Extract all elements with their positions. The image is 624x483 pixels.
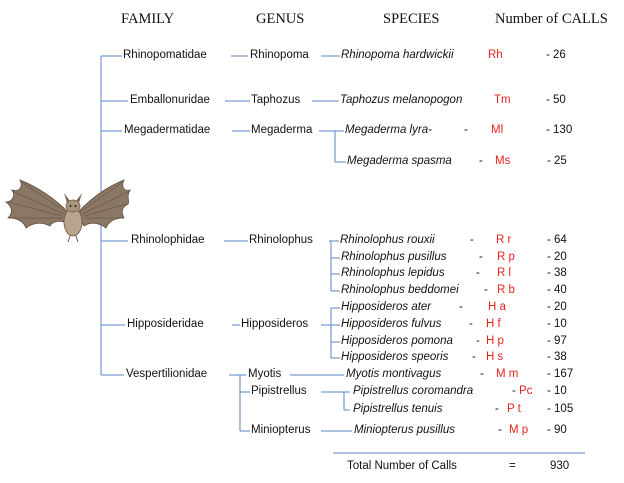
separator-dash: -: [464, 124, 468, 137]
separator-dash: -: [479, 251, 483, 264]
call-count: - 10: [547, 385, 567, 398]
total-equals: =: [509, 460, 516, 473]
species-code: Rh: [488, 49, 503, 62]
separator-dash: -: [469, 318, 473, 331]
family-rhinolophidae: Rhinolophidae: [131, 234, 205, 247]
family-rhinopomatidae: Rhinopomatidae: [123, 49, 207, 62]
species-code: M p: [509, 424, 528, 437]
family-megadermatidae: Megadermatidae: [124, 124, 210, 137]
species-code: Tm: [494, 94, 511, 107]
species-code: H f: [486, 318, 501, 331]
call-count: - 25: [547, 155, 567, 168]
call-count: - 38: [547, 267, 567, 280]
bat-icon: [6, 180, 130, 242]
species-name: Pipistrellus coromandra: [353, 385, 473, 398]
call-count: - 10: [547, 318, 567, 331]
call-count: - 64: [547, 234, 567, 247]
species-name: Hipposideros pomona: [341, 335, 453, 348]
call-count: - 130: [546, 124, 572, 137]
species-name: Hipposideros speoris: [341, 351, 448, 364]
species-name: Myotis montivagus: [346, 368, 441, 381]
species-code: R p: [497, 251, 515, 264]
species-name: Rhinolophus beddomei: [341, 284, 459, 297]
species-name: Pipistrellus tenuis: [353, 403, 442, 416]
call-count: - 20: [547, 301, 567, 314]
call-count: - 26: [546, 49, 566, 62]
family-vespertilionidae: Vespertilionidae: [126, 368, 207, 381]
total-value: 930: [550, 460, 569, 473]
header-family: FAMILY: [121, 13, 174, 26]
separator-dash: -: [476, 267, 480, 280]
species-code: H p: [486, 335, 504, 348]
header-calls: Number of CALLS: [495, 13, 608, 26]
header-genus: GENUS: [256, 13, 304, 26]
species-code: R b: [497, 284, 515, 297]
call-count: - 105: [547, 403, 573, 416]
species-code: Ml: [491, 124, 503, 137]
species-name: Hipposideros fulvus: [341, 318, 441, 331]
total-label: Total Number of Calls: [347, 460, 457, 473]
separator-dash: -: [479, 155, 483, 168]
genus-rhinolophus: Rhinolophus: [249, 234, 313, 247]
separator-dash: -: [495, 403, 499, 416]
species-name: Rhinolophus pusillus: [341, 251, 446, 264]
separator-dash: -: [498, 424, 502, 437]
header-species: SPECIES: [383, 13, 439, 26]
species-code: M m: [496, 368, 518, 381]
call-count: - 97: [547, 335, 567, 348]
family-hipposideridae: Hipposideridae: [127, 318, 204, 331]
genus-megaderma: Megaderma: [251, 124, 312, 137]
call-count: - 40: [547, 284, 567, 297]
call-count: - 167: [547, 368, 573, 381]
genus-hipposideros: Hipposideros: [241, 318, 308, 331]
species-code: H s: [486, 351, 503, 364]
species-code: H a: [488, 301, 506, 314]
species-code: P t: [507, 403, 521, 416]
separator-dash: -: [459, 301, 463, 314]
species-name: Taphozus melanopogon: [340, 94, 462, 107]
species-name: Rhinopoma hardwickii: [341, 49, 454, 62]
species-name: Miniopterus pusillus: [354, 424, 455, 437]
call-count: - 38: [547, 351, 567, 364]
call-count: - 90: [547, 424, 567, 437]
genus-myotis: Myotis: [248, 368, 281, 381]
call-count: - 50: [546, 94, 566, 107]
genus-rhinopoma: Rhinopoma: [250, 49, 309, 62]
species-name: Rhinolophus lepidus: [341, 267, 445, 280]
separator-dash: -: [470, 234, 474, 247]
species-code: R l: [497, 267, 511, 280]
genus-taphozus: Taphozus: [251, 94, 300, 107]
separator-dash: -: [484, 284, 488, 297]
genus-pipistrellus: Pipistrellus: [251, 385, 307, 398]
species-name: Hipposideros ater: [341, 301, 431, 314]
species-name: Rhinolophus rouxii: [340, 234, 435, 247]
genus-miniopterus: Miniopterus: [251, 424, 310, 437]
call-count: - 20: [547, 251, 567, 264]
separator-dash: -: [512, 385, 516, 398]
species-code: Ms: [495, 155, 510, 168]
species-name: Megaderma spasma: [347, 155, 452, 168]
separator-dash: -: [472, 351, 476, 364]
species-name: Megaderma lyra-: [345, 124, 432, 137]
separator-dash: -: [480, 368, 484, 381]
separator-dash: -: [476, 335, 480, 348]
family-emballonuridae: Emballonuridae: [130, 94, 210, 107]
species-code: Pc: [519, 385, 532, 398]
species-code: R r: [496, 234, 511, 247]
